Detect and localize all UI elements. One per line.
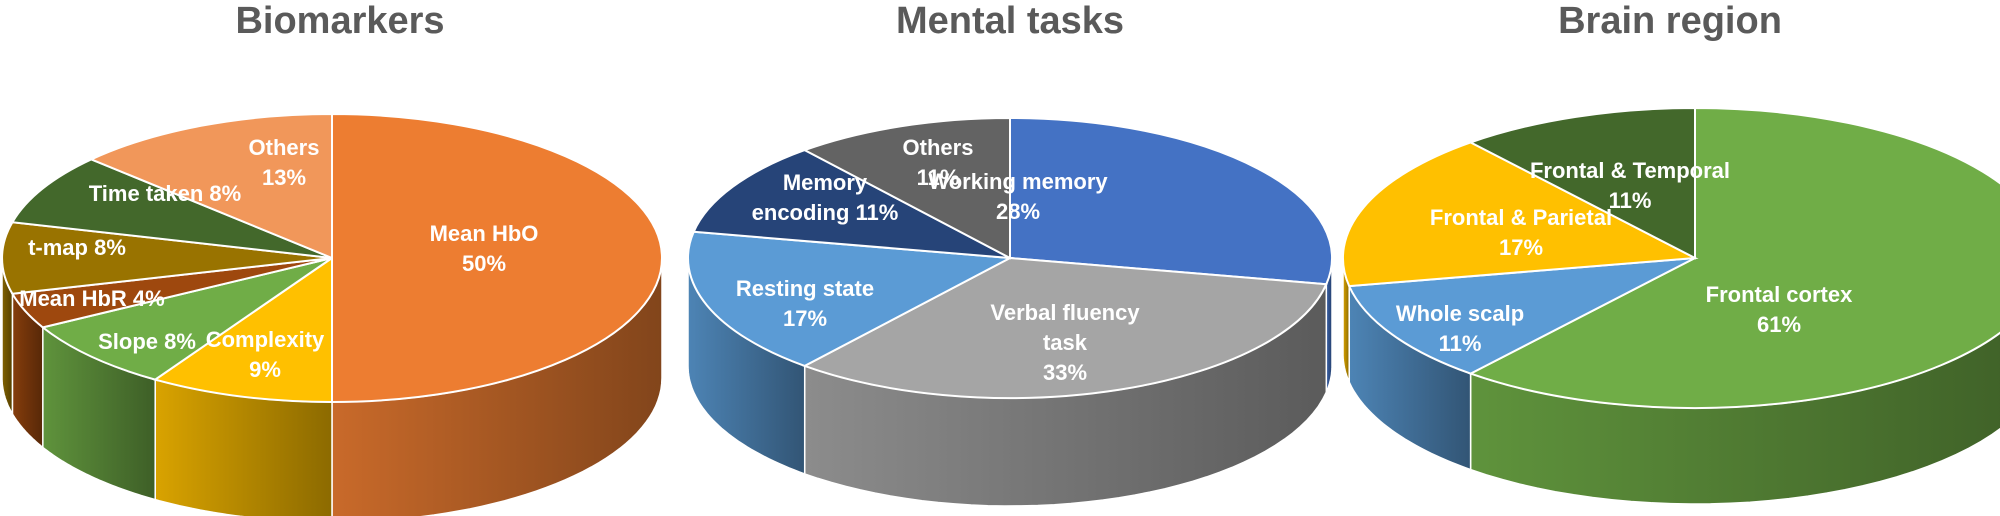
pie-slice-3 — [692, 149, 1011, 259]
pie-slice-0 — [331, 112, 663, 404]
slice-label-5: Time taken 8% — [89, 181, 241, 206]
chart-title: Biomarkers — [235, 0, 445, 42]
pie-slice-1 — [802, 256, 1328, 400]
slice-label-2: Slope 8% — [98, 329, 196, 354]
pie-slice-5 — [10, 158, 333, 259]
pie-slice-0 — [1009, 116, 1333, 286]
pie-slice-6 — [88, 112, 333, 260]
pie-slice-2 — [40, 257, 333, 381]
pie-slice-4 — [802, 116, 1011, 260]
pie-slice-0 — [1468, 106, 2000, 409]
chart-title: Mental tasks — [895, 0, 1125, 42]
slice-label-3: Mean HbR 4% — [19, 286, 164, 311]
slice-label-4: t-map 8% — [28, 235, 126, 260]
pie-slice-1 — [152, 256, 333, 404]
pie-slice-4 — [1, 221, 333, 295]
pie-slice-2 — [686, 230, 1014, 367]
chart-title: Brain region — [1558, 0, 1782, 42]
pie-slice-2 — [1342, 141, 1699, 288]
pie-slice-1 — [1347, 257, 1696, 375]
pie-slice-3 — [1468, 106, 1696, 260]
